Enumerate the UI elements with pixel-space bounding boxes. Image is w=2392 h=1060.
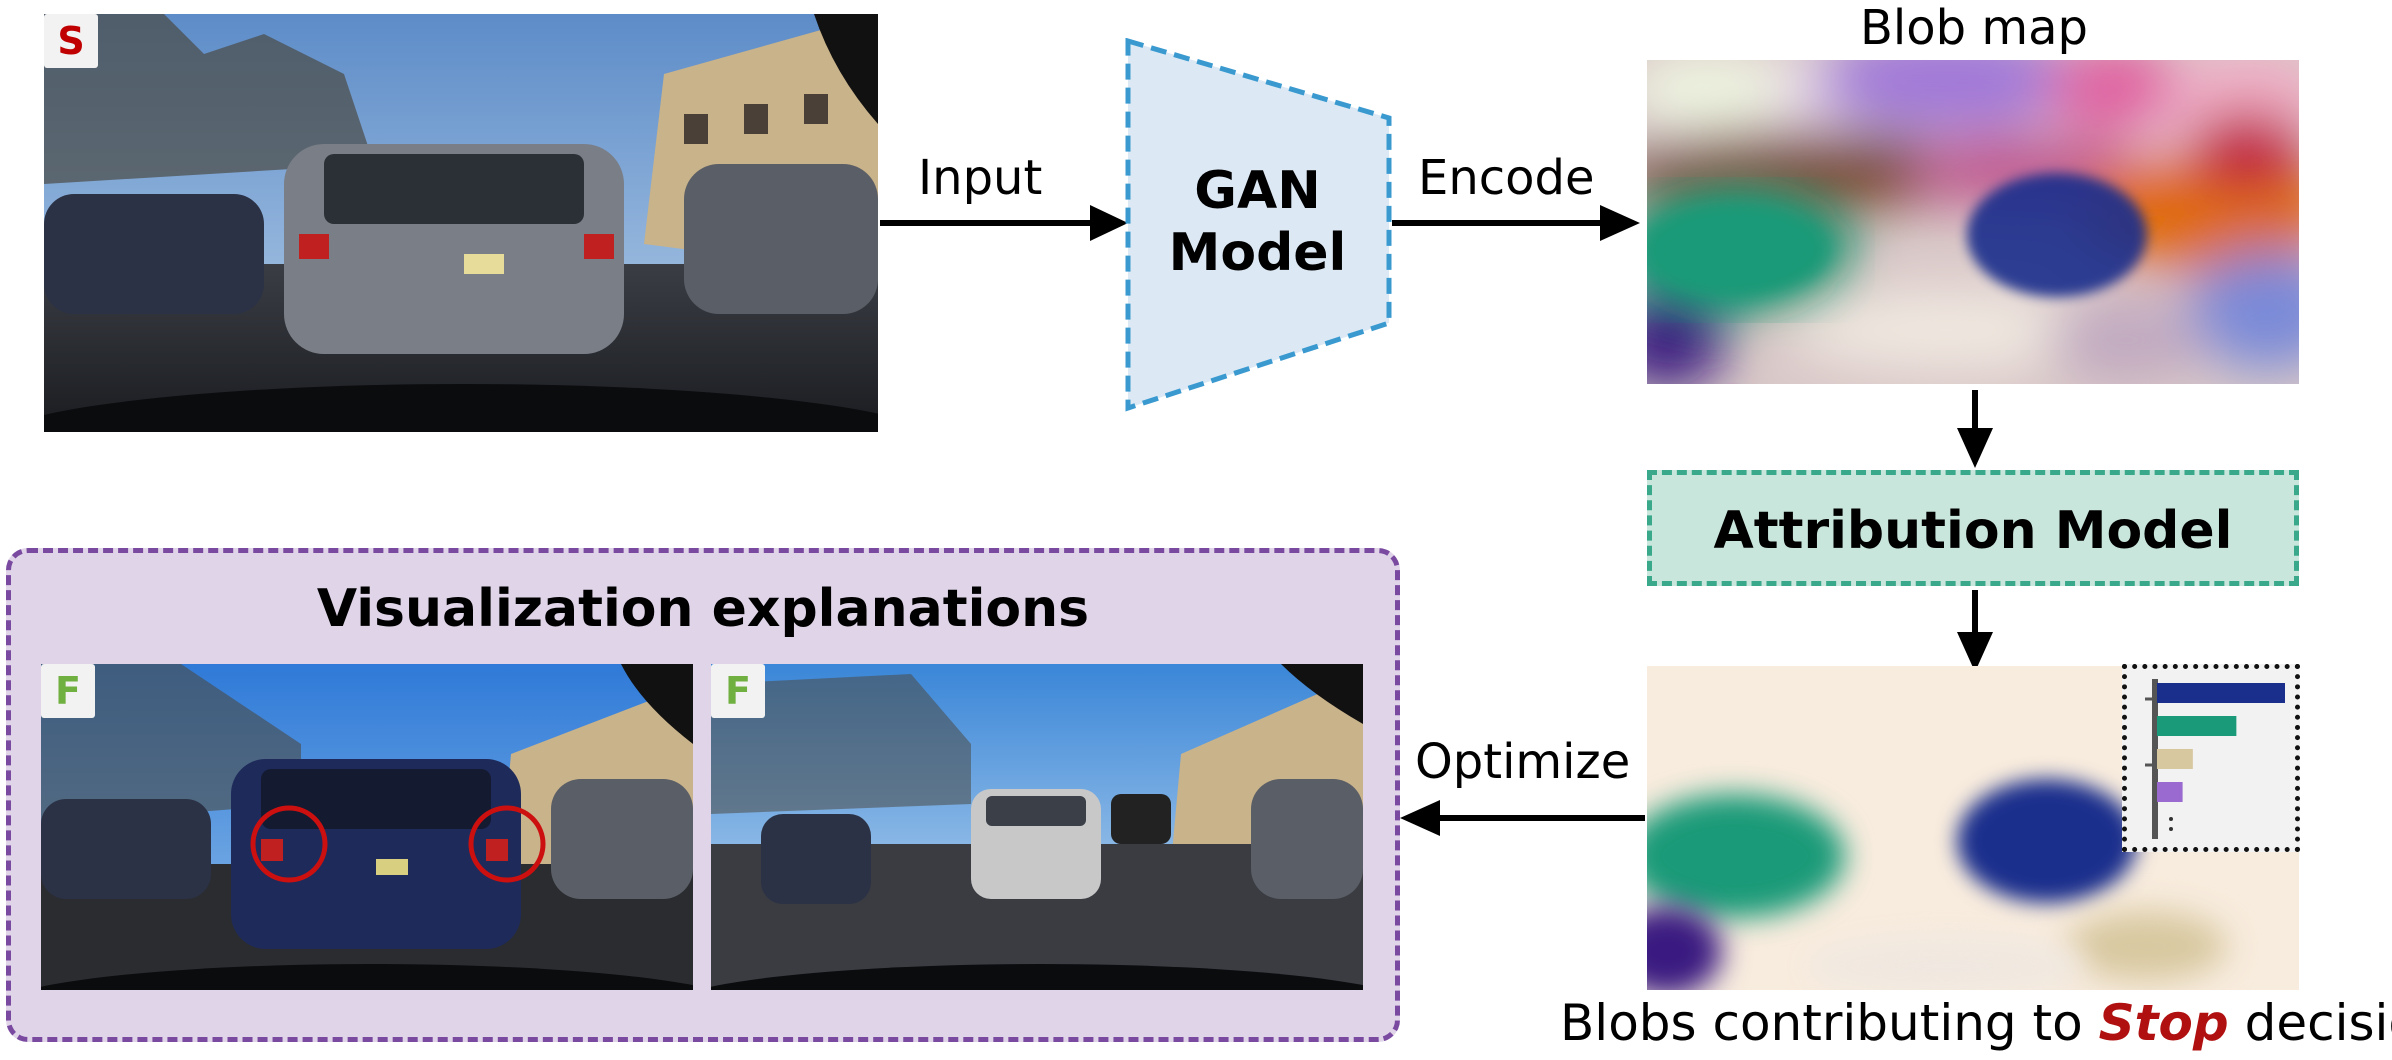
attribution-model-label: Attribution Model	[1713, 501, 2233, 561]
blob-map-image	[1647, 60, 2299, 384]
gan-label-line1: GAN	[1194, 161, 1321, 221]
gan-model-label: GAN Model	[1130, 160, 1385, 284]
highlight-circle-left	[250, 805, 328, 883]
stop-caption: Blobs contributing to Stop decision	[1560, 998, 2392, 1048]
bar-chart-svg	[2145, 679, 2285, 839]
counterfactual-image-2: F	[711, 664, 1363, 990]
blob-to-attribution-arrow	[1957, 390, 1993, 468]
source-image: S	[44, 14, 878, 432]
caption-stop-word: Stop	[2098, 994, 2229, 1052]
bar-purple-blob	[2157, 782, 2183, 802]
counterfactual-badge-2: F	[711, 664, 765, 718]
bar-blue-blob	[2157, 683, 2285, 703]
caption-prefix: Blobs contributing to	[1560, 994, 2099, 1052]
attribution-bar-chart	[2122, 664, 2300, 852]
encode-label: Encode	[1418, 150, 1595, 206]
optimize-label: Optimize	[1415, 734, 1631, 790]
visualization-title: Visualization explanations	[316, 579, 1090, 639]
encode-arrow	[1392, 205, 1640, 241]
input-arrow	[880, 205, 1128, 241]
counterfactual-badge-1: F	[41, 664, 95, 718]
attribution-model-box	[1647, 470, 2299, 586]
bar-chart-ellipsis-dot	[2169, 827, 2173, 831]
gan-label-line2: Model	[1168, 223, 1347, 283]
attribution-to-blobs-arrow	[1957, 590, 1993, 672]
optimize-arrow	[1400, 800, 1645, 836]
counterfactual-image-1: F	[41, 664, 693, 990]
source-badge: S	[44, 14, 98, 68]
bar-tan-blob	[2157, 749, 2193, 769]
highlight-circle-right	[468, 805, 546, 883]
input-label: Input	[918, 150, 1043, 206]
caption-suffix: decision	[2244, 994, 2392, 1052]
bar-green-blob	[2157, 716, 2237, 736]
gan-model-shape	[1125, 38, 1392, 412]
bar-chart-ellipsis-dot	[2169, 817, 2173, 821]
blob-map-title: Blob map	[1860, 0, 2088, 56]
